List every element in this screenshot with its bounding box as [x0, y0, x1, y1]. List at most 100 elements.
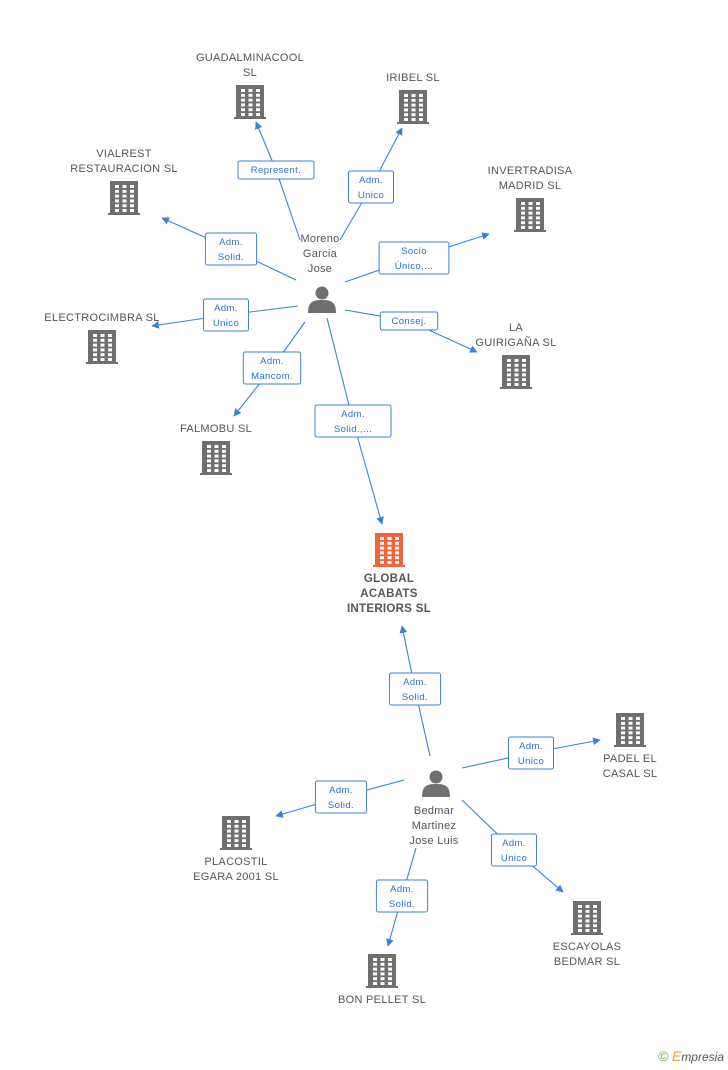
building-window: [514, 378, 519, 382]
building-window: [130, 189, 134, 193]
building-window: [388, 962, 392, 966]
building-window: [122, 194, 127, 198]
building-window: [100, 338, 105, 342]
node-label-line: BON PELLET SL: [338, 994, 426, 1006]
building-window: [419, 108, 423, 112]
building-window: [404, 113, 408, 117]
node-label-line: ESCAYOLAS: [553, 941, 622, 953]
building-window: [585, 909, 590, 913]
building-window: [256, 113, 260, 116]
building-window: [222, 445, 226, 448]
edge-label-box: [348, 170, 394, 204]
building-window: [380, 977, 385, 981]
building-window: [585, 924, 590, 928]
building-window: [380, 556, 384, 560]
edge-label-text: Solid.,...: [334, 424, 372, 435]
building-window: [108, 338, 112, 342]
node-label-line: VIALREST: [96, 148, 152, 160]
edge-label-invertradisa[interactable]: SocioÚnico,...: [378, 241, 450, 275]
building-window: [207, 459, 211, 463]
building-window: [419, 98, 423, 102]
edge-label-padel[interactable]: Adm.Unico: [508, 736, 554, 770]
building-window: [108, 334, 112, 337]
building-window: [404, 108, 408, 112]
building-window: [578, 905, 582, 908]
edge-label-box: [378, 241, 450, 275]
building-window: [380, 537, 384, 540]
building-window: [522, 368, 526, 372]
company-node-bonpellet[interactable]: BON PELLET SL: [338, 954, 426, 1006]
building-window: [93, 338, 97, 342]
edge-label-main[interactable]: Adm.Solid.,...: [314, 404, 392, 438]
edge-label-iribel[interactable]: Adm.Unico: [348, 170, 394, 204]
building-window: [93, 343, 97, 347]
building-window: [388, 958, 392, 961]
company-node-falmobu[interactable]: FALMOBU SL: [180, 423, 252, 475]
edge-label-text: Unico: [213, 318, 239, 329]
building-window: [248, 108, 253, 112]
building-window: [578, 909, 582, 913]
building-window: [387, 537, 392, 540]
company-node-electrocimbra[interactable]: ELECTROCIMBRA SL: [44, 312, 159, 364]
edge-label-falmobu[interactable]: Adm.Mancom.: [242, 351, 302, 385]
edge-label-bonpellet[interactable]: Adm.Solid.: [375, 879, 429, 913]
building-base: [614, 745, 646, 747]
building-window: [621, 717, 625, 720]
edge-label-placostil[interactable]: Adm. Solid.: [314, 780, 368, 814]
building-window: [514, 368, 519, 372]
building-window: [522, 378, 526, 382]
edge-label-text: Adm.: [329, 785, 353, 796]
edge-label-electrocimbra[interactable]: Adm.Unico: [203, 298, 249, 332]
building-window: [404, 103, 408, 107]
building-window: [507, 368, 511, 372]
building-window: [130, 199, 134, 203]
building-window: [222, 469, 226, 472]
building-window: [222, 454, 226, 458]
building-window: [93, 348, 97, 352]
company-node-iribel[interactable]: IRIBEL SL: [386, 72, 440, 124]
edge-label-text: Solid.: [328, 800, 354, 811]
building-window: [521, 211, 525, 215]
edge-label-vialrest[interactable]: Adm.Solid.: [204, 232, 258, 266]
node-label-line: EGARA 2001 SL: [193, 871, 279, 883]
building-window: [242, 834, 246, 838]
building-base: [373, 565, 405, 567]
building-window: [115, 209, 119, 212]
building-window: [636, 731, 640, 735]
building-window: [593, 919, 597, 923]
building-window: [636, 717, 640, 720]
edge-label-text: Represent.: [251, 165, 301, 176]
edge-label-guadalminacool[interactable]: Represent.: [237, 160, 315, 180]
building-window: [411, 98, 416, 102]
building-window: [411, 118, 416, 121]
building-window: [122, 185, 127, 188]
building-window: [256, 98, 260, 102]
edge-label-guiriganya[interactable]: Consej.: [379, 311, 439, 331]
building-window: [593, 924, 597, 928]
building-window: [241, 98, 245, 102]
edge-label-escayolas[interactable]: Adm.Unico: [491, 833, 537, 867]
building-window: [207, 454, 211, 458]
footer-brand[interactable]: © Empresia: [658, 1048, 724, 1064]
building-window: [395, 541, 399, 545]
building-window: [593, 905, 597, 908]
building-window: [404, 94, 408, 97]
building-window: [227, 824, 231, 828]
building-window: [380, 967, 385, 971]
building-window: [621, 726, 625, 730]
edge-label-main[interactable]: Adm.Solid.: [388, 672, 442, 706]
building-window: [514, 383, 519, 386]
node-label-line: Martinez: [412, 820, 457, 832]
building-window: [241, 103, 245, 107]
node-label-line: GUIRIGAÑA SL: [475, 336, 556, 349]
